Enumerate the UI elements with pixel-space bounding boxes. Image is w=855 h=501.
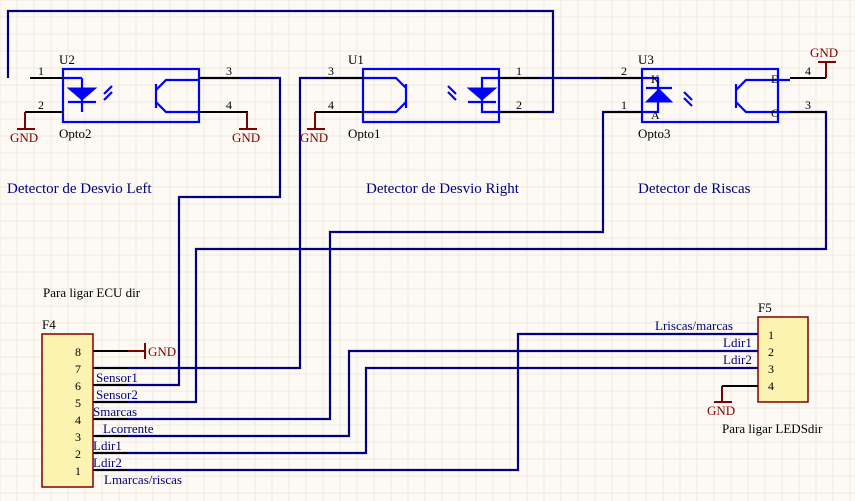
u2-designator: U2 (59, 52, 75, 67)
u2-pin3-label: 3 (226, 64, 232, 78)
gnd-icon: GND (707, 386, 735, 418)
u3-pin-c: C (771, 106, 779, 120)
f4-body (41, 333, 94, 488)
net-label-sensor1: Sensor1 (96, 370, 138, 385)
u1-pin1-label: 1 (516, 64, 522, 78)
gnd-icon: GND (232, 112, 260, 145)
net-label-lmarcas-riscas: Lmarcas/riscas (104, 472, 182, 487)
u2-led-icon (66, 87, 98, 101)
title-detector-left: Detector de Desvio Left (7, 181, 152, 197)
net-label-ldir2: Ldir2 (93, 455, 122, 470)
f4-pin8: 8 (75, 345, 81, 359)
net-label-f5-ldir2: Ldir2 (723, 352, 752, 367)
u3-designator: U3 (638, 52, 654, 67)
net-label-sensor2: Sensor2 (96, 387, 138, 402)
f4-pin2: 2 (75, 447, 81, 461)
u1-designator: U1 (348, 52, 364, 67)
f4-designator: F4 (42, 317, 56, 332)
u2-comment: Opto2 (59, 126, 92, 141)
u3-pin-a: A (651, 108, 660, 122)
f4-connector[interactable]: F4 8 7 6 5 4 3 2 1 Sensor1 Sensor2 Smarc… (41, 317, 182, 488)
f5-body (757, 316, 809, 403)
f4-pin1: 1 (75, 464, 81, 478)
f5-pin3: 3 (768, 362, 774, 376)
net-label-ldir1: Ldir1 (93, 438, 122, 453)
u3-optocoupler[interactable]: 2 1 4 3 K A E C U3 Opto3 (600, 52, 826, 141)
u3-pin-k: K (651, 72, 660, 86)
gnd-icon: GND (128, 343, 176, 359)
u1-pin3-label: 3 (328, 64, 334, 78)
svg-text:GND: GND (232, 130, 260, 145)
svg-text:GND: GND (10, 130, 38, 145)
u3-pin3-label: 3 (805, 98, 811, 112)
f4-pin4: 4 (75, 413, 81, 427)
gnd-symbols: GND GND GND GND GND GND (10, 45, 838, 418)
u3-pin4-label: 4 (805, 64, 811, 78)
u2-pin4-label: 4 (226, 98, 232, 112)
u2-body (61, 67, 201, 124)
wire-lmarcas (95, 332, 758, 472)
gnd-icon: GND (300, 112, 328, 145)
wire-smarcas (95, 110, 640, 421)
wire-ldir2 (95, 366, 758, 455)
f5-pin4: 4 (768, 379, 774, 393)
f5-pin2: 2 (768, 345, 774, 359)
f4-pin7: 7 (75, 362, 81, 376)
u1-comment: Opto1 (348, 126, 381, 141)
title-detector-riscas: Detector de Riscas (638, 181, 751, 197)
u2-optocoupler[interactable]: 1 2 3 4 U2 Opto2 (25, 52, 248, 141)
u3-led-icon (644, 88, 674, 103)
gnd-icon: GND (10, 112, 38, 145)
svg-text:GND: GND (707, 403, 735, 418)
title-detector-right: Detector de Desvio Right (366, 181, 520, 197)
label-para-ligar-ecu: Para ligar ECU dir (43, 285, 141, 300)
u1-pin4-label: 4 (328, 98, 334, 112)
gnd-icon: GND (810, 45, 838, 78)
label-para-ligar-leds: Para ligar LEDSdir (722, 421, 823, 436)
u3-pin2-label: 2 (621, 64, 627, 78)
f5-connector[interactable]: F5 1 2 3 4 Lriscas/marcas Ldir1 Ldir2 (655, 300, 809, 403)
u2-pin1-label: 1 (38, 64, 44, 78)
u3-pin1-label: 1 (621, 98, 627, 112)
f4-pin6: 6 (75, 379, 81, 393)
svg-text:GND: GND (300, 130, 328, 145)
svg-text:GND: GND (148, 344, 176, 359)
u1-body (361, 67, 501, 124)
wire-sensor1 (95, 76, 282, 387)
wire-ldir1 (95, 349, 758, 438)
net-label-lriscas-marcas: Lriscas/marcas (655, 318, 733, 333)
svg-text:GND: GND (810, 45, 838, 60)
net-label-f5-ldir1: Ldir1 (723, 335, 752, 350)
u1-pin2-label: 2 (516, 98, 522, 112)
u3-pin-e: E (771, 72, 778, 86)
f5-designator: F5 (758, 300, 772, 315)
u1-optocoupler[interactable]: 3 4 1 2 U1 Opto1 (315, 52, 540, 141)
f4-pin5: 5 (75, 396, 81, 410)
wire-lcorrente (95, 110, 828, 404)
u2-pin2-label: 2 (38, 98, 44, 112)
u3-comment: Opto3 (638, 126, 671, 141)
net-label-smarcas: Smarcas (93, 404, 137, 419)
u3-body (640, 67, 780, 124)
f4-pin3: 3 (75, 430, 81, 444)
net-label-lcorrente: Lcorrente (103, 421, 154, 436)
f5-pin1: 1 (768, 328, 774, 342)
